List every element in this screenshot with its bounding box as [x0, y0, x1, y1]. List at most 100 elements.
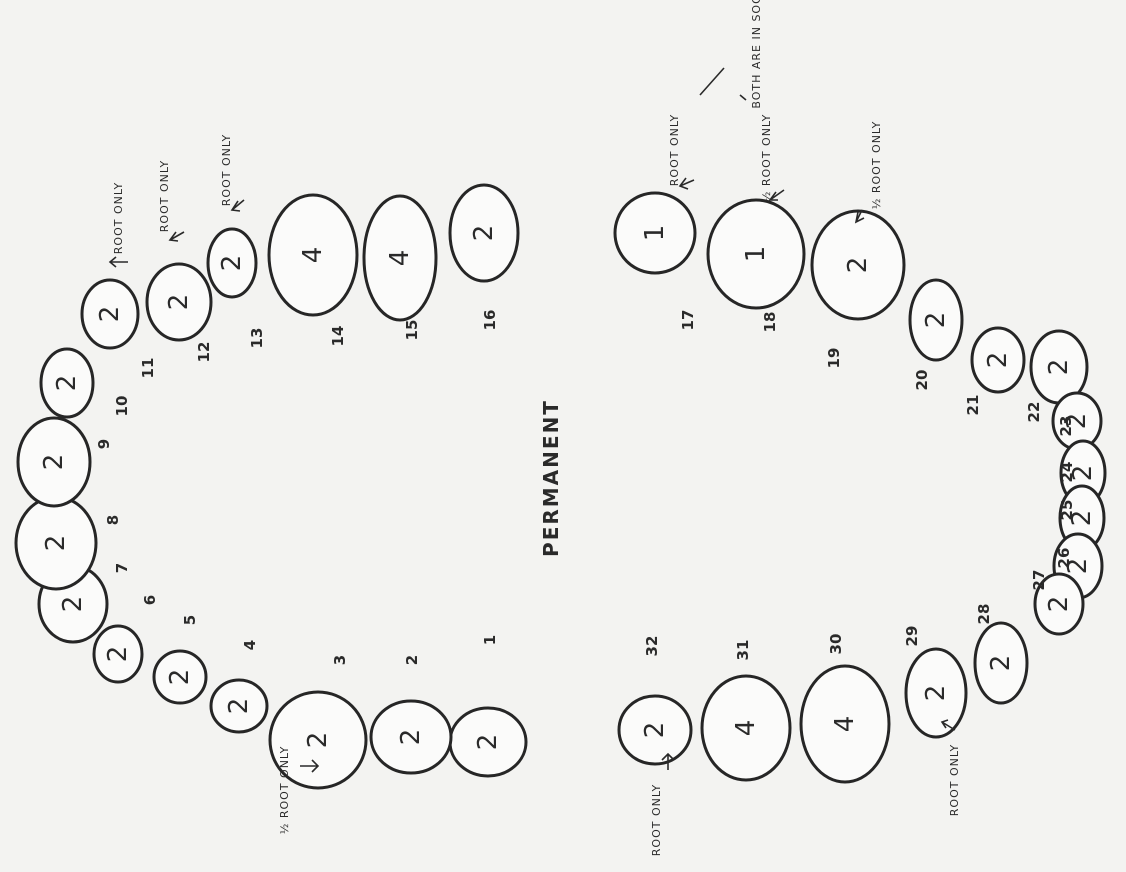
tooth-outline: [799, 664, 891, 784]
tooth-mark: 2: [396, 729, 426, 746]
tooth-number: 24: [1058, 462, 1076, 483]
tooth-31: 431: [700, 640, 792, 782]
tooth-outline: [706, 198, 806, 310]
annotation-half-root-19: ½ ROOT ONLY: [870, 121, 883, 210]
tooth-outline: [904, 647, 968, 739]
tooth-mark: 2: [640, 722, 670, 739]
tooth-3: 23: [268, 655, 368, 790]
chart-title-group: PERMANENT: [539, 399, 563, 557]
tooth-mark: 2: [921, 312, 951, 329]
tooth-number: 32: [643, 636, 661, 657]
tooth-18: 118: [706, 198, 806, 332]
tooth-mark: 2: [1068, 465, 1098, 482]
tooth-mark: 2: [1067, 510, 1097, 527]
annotation-text: ½ ROOT ONLY: [278, 746, 291, 835]
tooth-outline: [152, 649, 208, 705]
annotation-text: ROOT ONLY: [650, 784, 663, 856]
tooth-outline: [700, 674, 792, 782]
annotation-half-root-18: ½ ROOT ONLY: [760, 114, 773, 203]
tooth-number: 12: [195, 342, 213, 363]
tooth-mark: 1: [640, 225, 670, 242]
tooth-10: 210: [39, 347, 131, 419]
tooth-outline: [973, 621, 1029, 705]
arrow-11: [108, 256, 128, 268]
tooth-number: 3: [331, 655, 349, 665]
tooth-20: 2 20: [908, 278, 964, 391]
annotation-root-only-17: ROOT ONLY: [668, 114, 681, 186]
arrow-13: [230, 199, 245, 212]
tooth-number: 16: [481, 310, 499, 331]
annotation-both-note: BOTH ARE IN SOCKET: [750, 0, 763, 109]
annotation-text: ROOT ONLY: [158, 160, 171, 232]
arrow-18: [768, 189, 785, 201]
tooth-number: 30: [827, 634, 845, 655]
arrow-17: [678, 177, 695, 190]
tooth-30: 430: [799, 634, 891, 784]
tooth-outline: [908, 278, 964, 362]
tooth-17: 117: [613, 191, 697, 330]
tooth-mark: 4: [731, 720, 761, 737]
tooth-22: 222: [1025, 329, 1089, 423]
tooth-number: 22: [1025, 402, 1043, 423]
tooth-mark: 2: [983, 352, 1013, 369]
annotations-layer: ROOT ONLY ROOT ONLY ROOT ONLY ½ ROOT ONL…: [108, 0, 961, 856]
tooth-mark: 2: [95, 306, 125, 323]
tooth-number: 5: [181, 615, 199, 625]
tooth-number: 10: [113, 396, 131, 417]
tooth-28: 228: [973, 604, 1029, 705]
arrow-32: [661, 752, 675, 770]
tooth-32: 2 32: [617, 636, 693, 766]
tooth-outline: [1033, 572, 1085, 636]
tooth-mark: 2: [165, 669, 195, 686]
tooth-2: 22: [369, 655, 453, 775]
tooth-number: 29: [903, 626, 921, 647]
tooth-mark: 2: [1062, 413, 1092, 430]
tooth-number: 8: [104, 515, 122, 525]
tooth-29: 229: [903, 626, 968, 739]
tooth-outline: [617, 694, 693, 766]
tooth-21: 221: [964, 326, 1026, 415]
tooth-19: 2 19: [810, 209, 906, 369]
tooth-mark: 2: [469, 225, 499, 242]
bracket-both: [699, 67, 747, 101]
tooth-mark: 2: [1063, 558, 1093, 575]
tooth-outline: [145, 262, 213, 342]
arrow-3: [300, 759, 320, 773]
arrow-29: [940, 719, 956, 731]
tooth-5: 25: [152, 615, 208, 705]
tooth-outline: [16, 416, 92, 508]
arrow-12: [168, 231, 185, 242]
annotation-text: ½ ROOT ONLY: [760, 114, 773, 203]
tooth-23: 223: [1051, 391, 1103, 451]
tooth-number: 11: [139, 358, 157, 379]
tooth-number: 14: [329, 326, 347, 347]
tooth-14: 414: [267, 193, 359, 347]
tooth-number: 26: [1055, 548, 1073, 569]
tooth-number: 19: [825, 348, 843, 369]
tooth-outline: [80, 278, 140, 350]
tooth-number: 2: [403, 655, 421, 665]
tooth-number: 20: [913, 370, 931, 391]
tooth-mark: 2: [224, 698, 254, 715]
tooth-9: 29: [16, 416, 113, 508]
tooth-number: 1: [481, 635, 499, 645]
tooth-mark: 2: [1044, 359, 1074, 376]
tooth-number: 28: [975, 604, 993, 625]
annotation-text: BOTH ARE IN SOCKET: [750, 0, 763, 109]
tooth-number: 13: [248, 328, 266, 349]
tooth-outline: [209, 678, 269, 734]
tooth-12: 212: [145, 262, 213, 363]
tooth-outline: [362, 194, 438, 322]
tooth-mark: 2: [303, 732, 333, 749]
tooth-mark: 2: [39, 454, 69, 471]
tooth-outline: [810, 209, 906, 321]
annotation-root-only-29: ROOT ONLY: [948, 744, 961, 816]
tooth-outline: [268, 690, 368, 790]
tooth-outline: [448, 183, 520, 283]
tooth-number: 6: [141, 595, 159, 605]
tooth-outline: [613, 191, 697, 275]
tooth-mark: 2: [843, 257, 873, 274]
tooth-mark: 1: [741, 246, 771, 263]
